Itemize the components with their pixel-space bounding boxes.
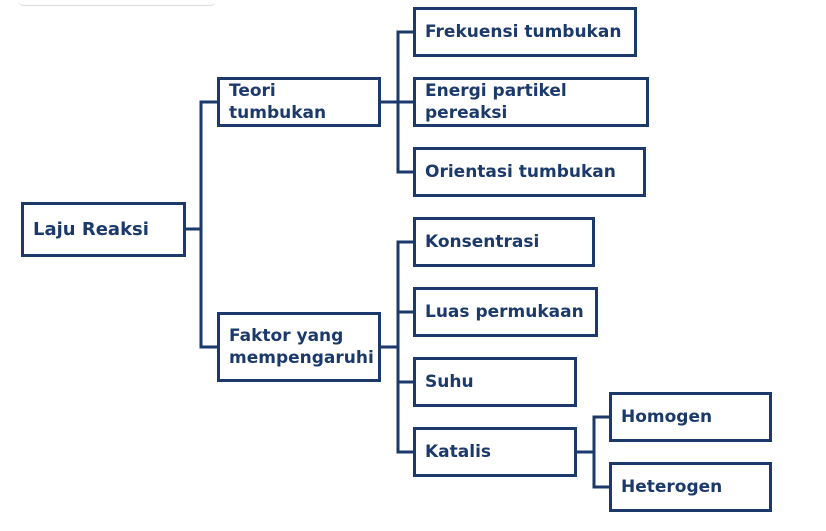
node-faktor-yang-mempengaruhi: Faktor yang mempengaruhi xyxy=(217,312,381,382)
node-homogen: Homogen xyxy=(609,392,772,442)
node-heterogen: Heterogen xyxy=(609,462,772,512)
node-teori-tumbukan: Teori tumbukan xyxy=(217,77,381,127)
node-laju-reaksi: Laju Reaksi xyxy=(21,202,186,257)
node-energi-partikel-pereaksi: Energi partikel pereaksi xyxy=(413,77,649,127)
node-katalis: Katalis xyxy=(413,427,577,477)
node-suhu: Suhu xyxy=(413,357,577,407)
node-luas-permukaan: Luas permukaan xyxy=(413,287,598,337)
node-konsentrasi: Konsentrasi xyxy=(413,217,595,267)
node-frekuensi-tumbukan: Frekuensi tumbukan xyxy=(413,7,637,57)
cropped-top-fragment xyxy=(18,0,216,6)
node-orientasi-tumbukan: Orientasi tumbukan xyxy=(413,147,646,197)
